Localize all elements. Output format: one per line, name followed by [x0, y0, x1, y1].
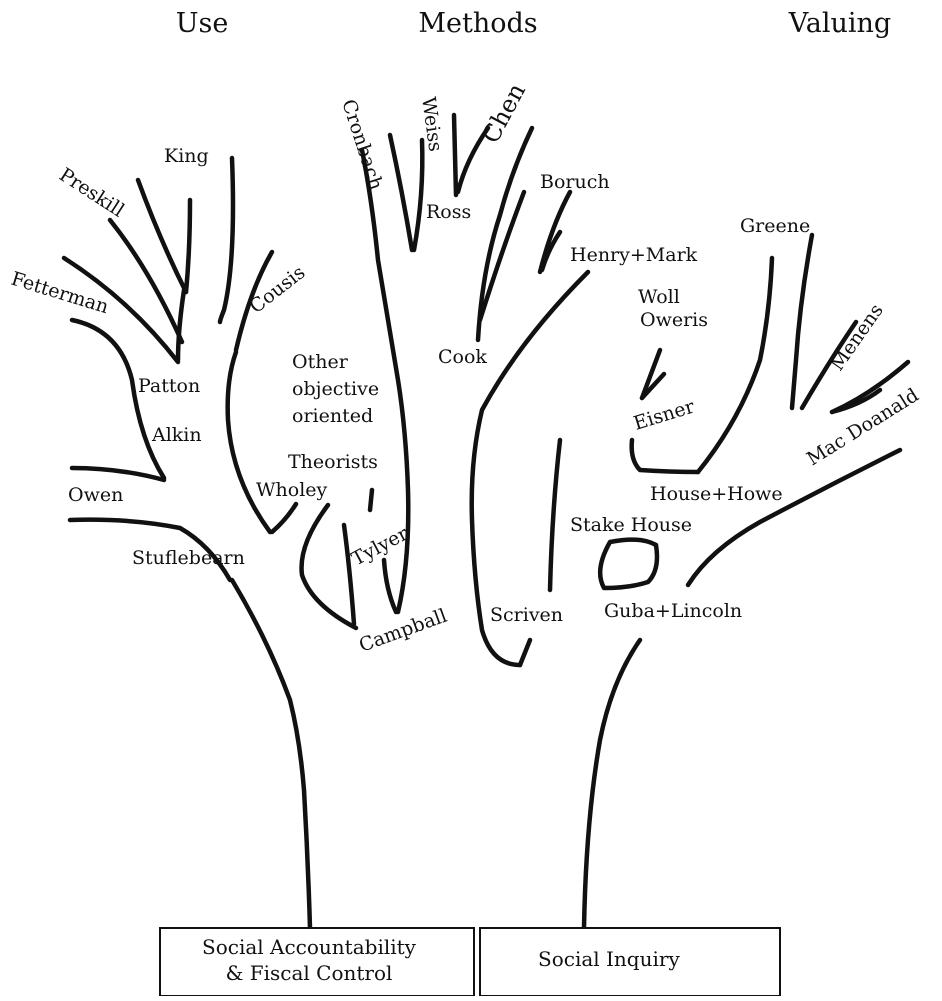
label-theorists: Theorists: [288, 451, 378, 473]
cronbach-branch-a: [390, 135, 412, 250]
use-cousis-stem: [220, 158, 233, 322]
label-king: King: [164, 145, 209, 167]
use-king-branch-a: [138, 180, 186, 292]
label-oweris: Oweris: [640, 309, 708, 331]
label-eisner: Eisner: [631, 395, 698, 435]
scriven-inner: [550, 440, 560, 590]
label-henry-mark: Henry+Mark: [570, 244, 698, 266]
label-other-line3: oriented: [292, 405, 373, 427]
use-trunk: [232, 580, 310, 928]
house-howe-stem: [632, 440, 698, 472]
use-branch: [64, 158, 310, 928]
label-greene: Greene: [740, 215, 810, 237]
label-preskill: Preskill: [55, 164, 128, 222]
label-woll: Woll: [638, 286, 680, 308]
label-menens: Menens: [826, 300, 888, 375]
root-label-accountability-line1: Social Accountability: [202, 935, 417, 959]
label-wholey: Wholey: [256, 479, 328, 501]
cronbach-branch-b: [414, 140, 422, 250]
root-box-accountability: Social Accountability & Fiscal Control: [160, 928, 474, 996]
label-owen: Owen: [68, 484, 123, 506]
scriven-tip: [520, 640, 530, 665]
use-owen-branch: [72, 468, 164, 480]
tylyer-mark: [370, 490, 372, 510]
label-fetterman: Fetterman: [9, 268, 112, 318]
label-stake-house: Stake House: [570, 514, 692, 536]
weiss-branch-a: [454, 115, 456, 195]
use-wholey-stem: [228, 352, 270, 532]
header-valuing: Valuing: [788, 8, 891, 39]
label-patton: Patton: [138, 375, 200, 397]
label-cook: Cook: [438, 346, 487, 368]
campball-branch: [384, 560, 396, 612]
label-guba-lincoln: Guba+Lincoln: [604, 600, 742, 622]
tylyer-stem: [344, 525, 354, 624]
label-campball: Campball: [356, 605, 450, 657]
methods-branch: [362, 115, 588, 665]
valuing-trunk: [584, 640, 640, 928]
label-chen: Chen: [477, 79, 532, 148]
use-alkin-branch: [72, 320, 164, 478]
label-other-line2: objective: [292, 378, 379, 400]
use-center-stem: [178, 290, 184, 360]
root-box-inquiry: Social Inquiry: [480, 928, 780, 996]
label-ross: Ross: [426, 201, 471, 223]
header-methods: Methods: [418, 8, 537, 39]
chen-stem: [478, 128, 532, 340]
objective-oriented-branch: [302, 490, 396, 628]
label-other-line1: Other: [292, 351, 349, 373]
greene-branch-b: [792, 235, 812, 408]
root-label-accountability-line2: & Fiscal Control: [226, 961, 393, 985]
stake-house-loop: [600, 540, 657, 588]
use-wholey-branch: [272, 504, 296, 532]
label-scriven: Scriven: [490, 604, 563, 626]
guba-lincoln-branch: [688, 450, 900, 585]
label-house-howe: House+Howe: [650, 483, 783, 505]
label-stuflebearn: Stuflebearn: [132, 547, 245, 569]
greene-branch: [698, 258, 772, 472]
label-cronbach: Cronbach: [337, 97, 387, 193]
label-alkin: Alkin: [151, 424, 202, 446]
use-king-branch-b: [186, 200, 190, 292]
root-label-inquiry: Social Inquiry: [538, 947, 680, 971]
header-use: Use: [176, 8, 229, 39]
label-tylyer: Tylyer: [348, 522, 413, 570]
label-boruch: Boruch: [540, 171, 610, 193]
